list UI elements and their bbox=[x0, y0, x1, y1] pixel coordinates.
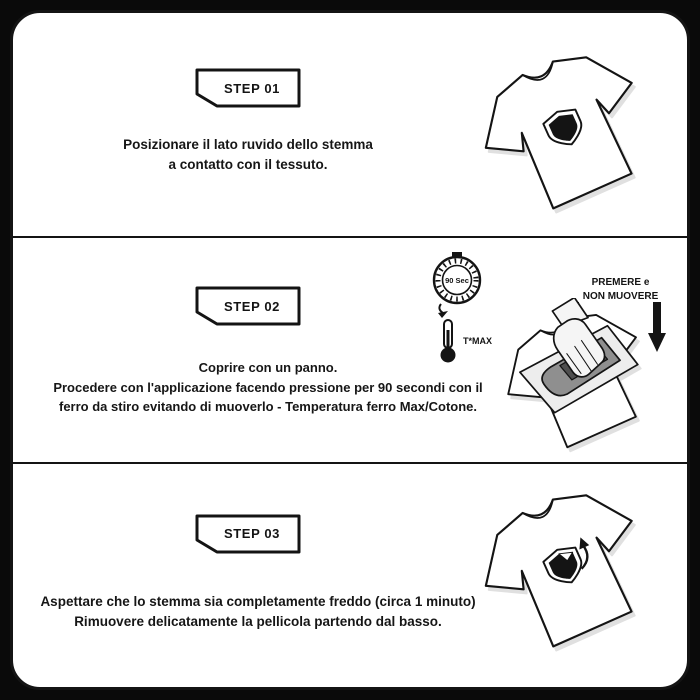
step-2-label: STEP 02 bbox=[224, 298, 280, 314]
timer-label: 90 Sec bbox=[445, 276, 469, 285]
step-3-badge: STEP 03 bbox=[195, 514, 301, 554]
step-3-text: Aspettare che lo stemma sia completament… bbox=[18, 592, 498, 633]
step-1-label: STEP 01 bbox=[224, 80, 280, 96]
text-line: Posizionare il lato ruvido dello stemma bbox=[123, 137, 373, 152]
step-3-label: STEP 03 bbox=[224, 526, 280, 542]
text-line: NON MUOVERE bbox=[582, 290, 659, 302]
thermometer-icon bbox=[440, 319, 456, 363]
step-badge-shape bbox=[195, 514, 301, 554]
collar-line bbox=[522, 61, 554, 81]
step-1-badge: STEP 01 bbox=[195, 68, 301, 108]
text-line: a contatto con il tessuto. bbox=[168, 157, 328, 173]
temperature-indicator: T*MAX bbox=[437, 318, 492, 364]
step-1-section: STEP 01 Posizionare il lato ruvido dello… bbox=[13, 13, 687, 236]
patch-fill bbox=[548, 551, 578, 579]
text-line: Aspettare che lo stemma sia completament… bbox=[40, 593, 476, 609]
collar-line bbox=[522, 498, 554, 519]
instruction-card: STEP 01 Posizionare il lato ruvido dello… bbox=[10, 10, 690, 690]
text-line: Coprire con un panno. bbox=[198, 360, 338, 376]
step-1-text: Posizionare il lato ruvido dello stemma … bbox=[53, 135, 443, 176]
text-line: PREMERE e bbox=[591, 277, 650, 289]
peel-corner bbox=[558, 551, 574, 561]
hand-icon bbox=[551, 298, 606, 379]
peel-arrow-icon bbox=[579, 537, 590, 570]
timer-icon: 90 Sec bbox=[432, 252, 482, 319]
tshirt-with-iron-illustration bbox=[507, 298, 639, 449]
step-badge-shape bbox=[195, 286, 301, 326]
step-2-text: Coprire con un panno. Procedere con l'ap… bbox=[18, 358, 518, 417]
text-line: ferro da stiro evitando di muoverlo - Te… bbox=[59, 399, 477, 415]
step-3-section: STEP 03 Aspettare che lo stemma sia comp… bbox=[13, 461, 687, 687]
text-line: Rimuovere delicatamente la pellicola par… bbox=[74, 613, 442, 629]
step-2-section: 90 Sec T*MAX STEP 02 Coprire con bbox=[13, 236, 687, 461]
temp-max-label: T*MAX bbox=[463, 336, 492, 347]
press-arrow-down-icon bbox=[648, 302, 666, 353]
patch-fill bbox=[548, 114, 578, 141]
step-badge-shape bbox=[195, 68, 301, 108]
tshirt-with-patch-illustration bbox=[484, 56, 633, 210]
step-2-badge: STEP 02 bbox=[195, 286, 301, 326]
tshirt-peel-illustration bbox=[484, 493, 633, 648]
press-instruction: PREMERE e NON MUOVERE bbox=[558, 276, 683, 303]
text-line: Procedere con l'applicazione facendo pre… bbox=[53, 379, 483, 395]
